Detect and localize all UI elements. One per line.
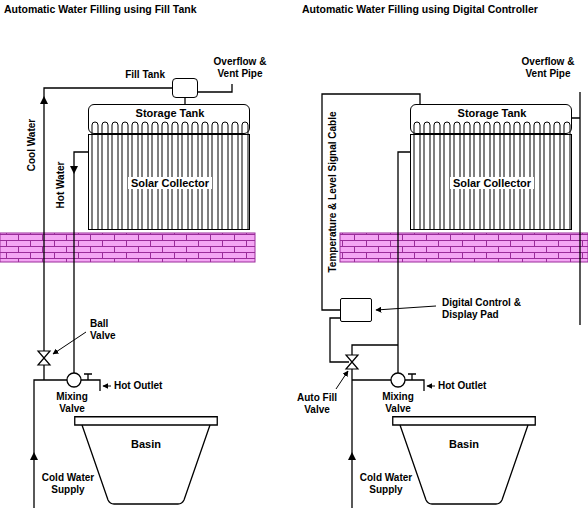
pipe-label: Overflow & Vent Pipe [206,56,274,79]
basin-text: Basin [446,438,482,451]
hot-water-pipe [74,152,88,373]
basin-bowl [400,425,528,504]
leader-line [103,386,111,387]
solar-collector-text: Solar Collector [128,177,212,190]
digital-control-pad-text: Digital Control & Display Pad [439,297,527,320]
flow-arrow [40,96,48,104]
mixing-valve-symbol [391,373,405,387]
feed-pipe [352,345,398,355]
outlet-label: Hot Outlet [438,380,486,392]
supply-label: Cold Water Supply [358,472,414,495]
leader-line [427,386,435,387]
pipe-label: Hot Water [55,162,67,209]
valve-label: Mixing Valve [378,391,418,414]
pipework [34,84,580,508]
auto-fill-valve-symbol [346,355,358,369]
brick-wall [0,233,255,262]
valve-label: Ball Valve [90,318,124,341]
storage-tank-text: Storage Tank [133,107,208,120]
basin-rim [393,417,536,425]
brick-wall [340,233,588,262]
solar-collector-text: Solar Collector [450,177,534,190]
leader-line [53,332,86,354]
supply-label: Cold Water Supply [40,472,96,495]
basin-rim [75,417,218,425]
digital-control-pad: Digital Control & Display Pad [340,298,372,322]
fill-tank-text: Fill Tank [122,69,168,81]
basin-bowl [82,425,210,504]
basin-shape [392,416,536,505]
solar-collector: Solar Collector [88,134,250,230]
vacuum-tubes [92,122,248,230]
hot-outlet-tap [81,374,100,391]
basin-shape [74,416,218,505]
flow-arrow [348,452,356,460]
valve-label: Mixing Valve [52,391,92,414]
overflow-pipe [198,84,232,92]
basin-text: Basin [128,438,164,451]
hot-water-pipe [398,152,410,373]
solar-collector: Solar Collector [410,134,572,230]
cable-label: Temperature & Level Signal Cable [327,112,339,273]
outlet-label: Hot Outlet [114,380,162,392]
storage-tank-text: Storage Tank [455,107,530,120]
leader-lines [53,306,436,389]
ball-valve-symbol [38,351,50,365]
basin: Basin [392,416,536,505]
leader-line [336,371,348,389]
storage-tank: Storage Tank [88,104,250,134]
basin: Basin [74,416,218,505]
pipe-label: Cool Water [26,119,38,171]
hot-outlet-tap [405,374,424,391]
leader-line [376,306,436,310]
pipe-connector [322,94,420,310]
flow-arrow [30,452,38,460]
panel-title: Automatic Water Filling using Fill Tank [4,3,197,15]
pipe-label: Overflow & Vent Pipe [514,56,582,79]
fill-tank: Fill Tank [172,78,198,98]
panel-title: Automatic Water Filling using Digital Co… [302,3,538,15]
flow-arrow [70,166,78,174]
mixing-valve-symbol [67,373,81,387]
overflow-pipe [572,92,580,325]
vacuum-tubes [414,122,570,230]
storage-tank: Storage Tank [410,104,572,134]
valve-label: Auto Fill Valve [294,392,340,415]
cool-water-pipe [44,88,172,380]
